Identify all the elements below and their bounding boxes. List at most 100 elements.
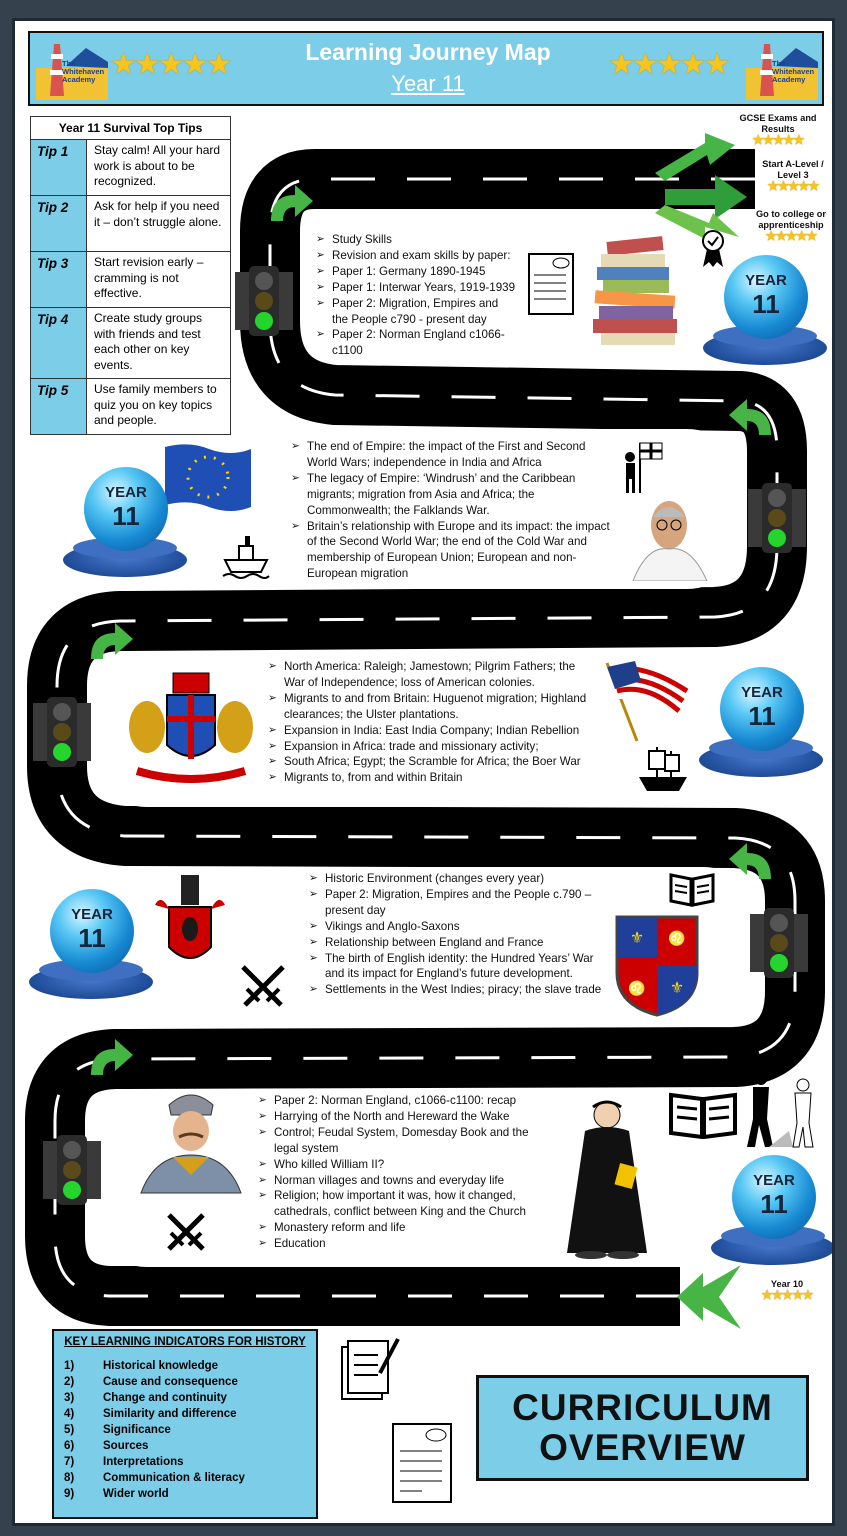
books-icon [593,236,677,345]
topic-item: Paper 1: Interwar Years, 1919-1939 [316,280,516,296]
royal-arms-icon [155,875,225,959]
traffic-light-icon [235,266,293,336]
topic-item: Religion; how important it was, how it c… [258,1188,546,1220]
topic-item: South Africa; Egypt; the Scramble for Af… [268,754,588,770]
galleon-icon [639,747,687,791]
traffic-light-icon [750,908,808,978]
topic-item: Relationship between England and France [309,935,611,951]
kli-item: 2)Cause and consequence [64,1376,238,1388]
year-label: YEAR [741,684,783,701]
tips-heading: Year 11 Survival Top Tips [30,116,231,140]
lighthouse-logo: The Whitehaven Academy [746,38,818,100]
coat-of-arms-icon [129,672,253,783]
stage-4-topics: Historic Environment (changes every year… [309,871,611,998]
tip-text: Use family members to quiz you on key to… [86,378,231,435]
kli-item: 9)Wider world [64,1488,169,1500]
destination-arrows-icon [655,133,747,239]
silhouette-figures-icon [747,1073,814,1148]
topic-item: Paper 2: Migration, Empires and the Peop… [309,887,611,919]
topic-item: The legacy of Empire: ‘Windrush’ and the… [291,471,613,519]
traffic-light-icon [748,483,806,553]
key-learning-indicators: KEY LEARNING INDICATORS FOR HISTORY 1)Hi… [52,1329,318,1519]
norman-soldier-portrait [140,1094,242,1194]
checklist-icon [341,1338,400,1400]
stage-2-topics: The end of Empire: the impact of the Fir… [291,439,613,582]
header-banner: The Whitehaven Academy ★★★★★ Learning Jo… [28,31,824,106]
start-year-10: Year 10 ★★★★★ [751,1279,823,1301]
destination-a-level: Start A-Level / Level 3 ★★★★★ [750,159,832,192]
kli-item: 1)Historical knowledge [64,1360,219,1372]
topic-item: North America: Raleigh; Jamestown; Pilgr… [268,659,588,691]
svg-text:♌: ♌ [628,980,645,997]
header-stars-right: ★★★★★ [608,48,730,81]
topic-item: Revision and exam skills by paper: [316,248,516,264]
logo-text: The Whitehaven Academy [62,59,105,84]
kli-item: 6)Sources [64,1440,149,1452]
us-flag-icon [605,661,689,742]
topic-item: Paper 2: Migration, Empires and the Peop… [316,296,516,328]
year-label: YEAR [105,484,147,501]
turn-arrow-icon [91,1039,133,1075]
topic-item: Education [258,1236,546,1252]
destination-label: GCSE Exams and Results [739,113,817,134]
eu-flag-icon [165,444,251,511]
topic-item: Migrants to, from and within Britain [268,770,588,786]
topic-item: Paper 1: Germany 1890-1945 [316,264,516,280]
destination-gcse: GCSE Exams and Results ★★★★★ [733,113,823,146]
stage-1-topics: Study Skills Revision and exam skills by… [316,232,516,359]
topic-item: Settlements in the West Indies; piracy; … [309,982,611,998]
tip-label: Tip 1 [30,139,87,196]
kli-item: 8)Communication & literacy [64,1472,245,1484]
topic-item: The birth of English identity: the Hundr… [309,951,611,983]
start-label: Year 10 [770,1279,804,1289]
header-stars-left: ★★★★★ [110,48,232,81]
year-label: YEAR [71,906,113,923]
turn-arrow-icon [91,623,133,659]
year-number: 11 [112,501,140,531]
svg-text:⚜: ⚜ [670,980,684,997]
kli-item: 5)Significance [64,1424,171,1436]
monk-figure [567,1100,647,1259]
lighthouse-logo: The Whitehaven Academy [36,38,108,100]
destination-label: Go to college or apprenticeship [756,209,826,230]
topic-item: Monastery reform and life [258,1220,546,1236]
traffic-light-icon [33,697,91,767]
turn-arrow-icon [729,399,771,435]
tip-label: Tip 2 [30,195,87,252]
open-book-icon [669,1092,737,1139]
stage-3-topics: North America: Raleigh; Jamestown; Pilgr… [268,659,588,786]
ship-icon [222,536,270,579]
exam-paper-icon [392,1423,452,1503]
crossed-swords-icon [241,965,285,1007]
curriculum-overview-box: CURRICULUM OVERVIEW [476,1375,809,1481]
svg-text:♌: ♌ [668,930,685,947]
topic-item: Study Skills [316,232,516,248]
topic-item: Norman villages and towns and everyday l… [258,1173,546,1189]
destination-stars: ★★★★★ [765,229,817,243]
tip-text: Stay calm! All your hard work is about t… [86,139,231,196]
curriculum-line-2: OVERVIEW [539,1427,746,1468]
tip-text: Ask for help if you need it – don’t stru… [86,195,231,252]
crossed-swords-icon [167,1213,205,1251]
explorer-flag-icon [625,442,663,493]
topic-item: Migrants to and from Britain: Huguenot m… [268,691,588,723]
destination-stars: ★★★★★ [752,133,804,147]
exam-paper-icon [528,253,574,315]
topic-item: Paper 2: Norman England, c1066-c1100: re… [258,1093,546,1109]
tip-label: Tip 5 [30,378,87,435]
turn-arrow-icon [271,185,313,221]
start-stars: ★★★★★ [761,1288,813,1302]
topic-item: Vikings and Anglo-Saxons [309,919,611,935]
year-label: YEAR [753,1172,795,1189]
year-label: YEAR [745,272,787,289]
svg-text:⚜: ⚜ [630,930,644,947]
turn-arrow-icon [729,843,771,879]
topic-item: Britain’s relationship with Europe and i… [291,519,613,583]
